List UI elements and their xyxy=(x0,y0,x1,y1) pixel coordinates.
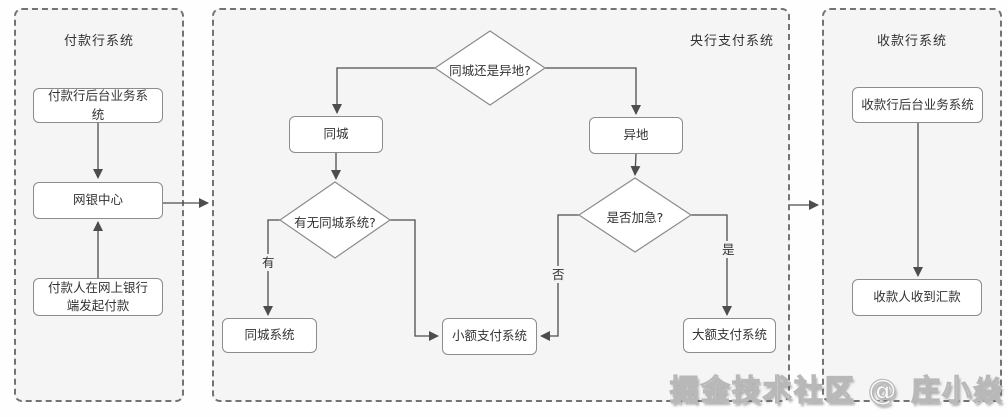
node-payee-backend-system: 收款行后台业务系统 xyxy=(852,87,983,123)
edge-decision-to-remote xyxy=(545,67,641,115)
node-ebank-center: 网银中心 xyxy=(33,182,163,219)
decision-is-urgent-label: 是否加急? xyxy=(606,210,664,225)
edge-remote-to-is-urgent xyxy=(630,153,641,176)
decision-city-or-remote-shape xyxy=(433,30,547,106)
container-title-receiving-bank: 收款行系统 xyxy=(876,34,947,49)
edge-label-yes: 是 xyxy=(719,241,738,258)
edge-no-city-system-to-small-pay xyxy=(390,219,439,341)
edge-has-to-city-system xyxy=(263,219,280,316)
decision-is-urgent-shape xyxy=(577,177,693,253)
decision-has-city-system-shape xyxy=(278,181,392,259)
node-city-system: 同城系统 xyxy=(222,318,317,353)
edge-label-no: 否 xyxy=(549,266,568,283)
watermark-text: 掘金技术社区 @ 庄小焱 xyxy=(669,372,1004,407)
container-title-paying-bank: 付款行系统 xyxy=(63,34,134,49)
node-payee-receives-remittance: 收款人收到汇款 xyxy=(852,279,982,316)
node-payer-backend-system: 付款行后台业务系统 xyxy=(33,88,163,123)
node-large-amount-payment-system: 大额支付系统 xyxy=(683,318,776,353)
decision-has-city-system-label: 有无同城系统? xyxy=(294,215,376,230)
edge-label-has: 有 xyxy=(259,254,278,271)
node-small-amount-payment-system: 小额支付系统 xyxy=(442,318,537,355)
decision-city-or-remote-label: 同城还是异地? xyxy=(449,63,531,78)
container-receiving-bank-system: 收款行系统 xyxy=(822,8,1002,402)
node-remote: 异地 xyxy=(589,117,683,154)
container-title-central-bank: 央行支付系统 xyxy=(689,34,774,49)
node-payer-initiate-payment: 付款人在网上银行端发起付款 xyxy=(33,278,163,316)
node-same-city: 同城 xyxy=(289,116,383,153)
edge-decision-to-same-city xyxy=(332,67,435,114)
edge-urgent-to-large-pay xyxy=(691,214,732,316)
